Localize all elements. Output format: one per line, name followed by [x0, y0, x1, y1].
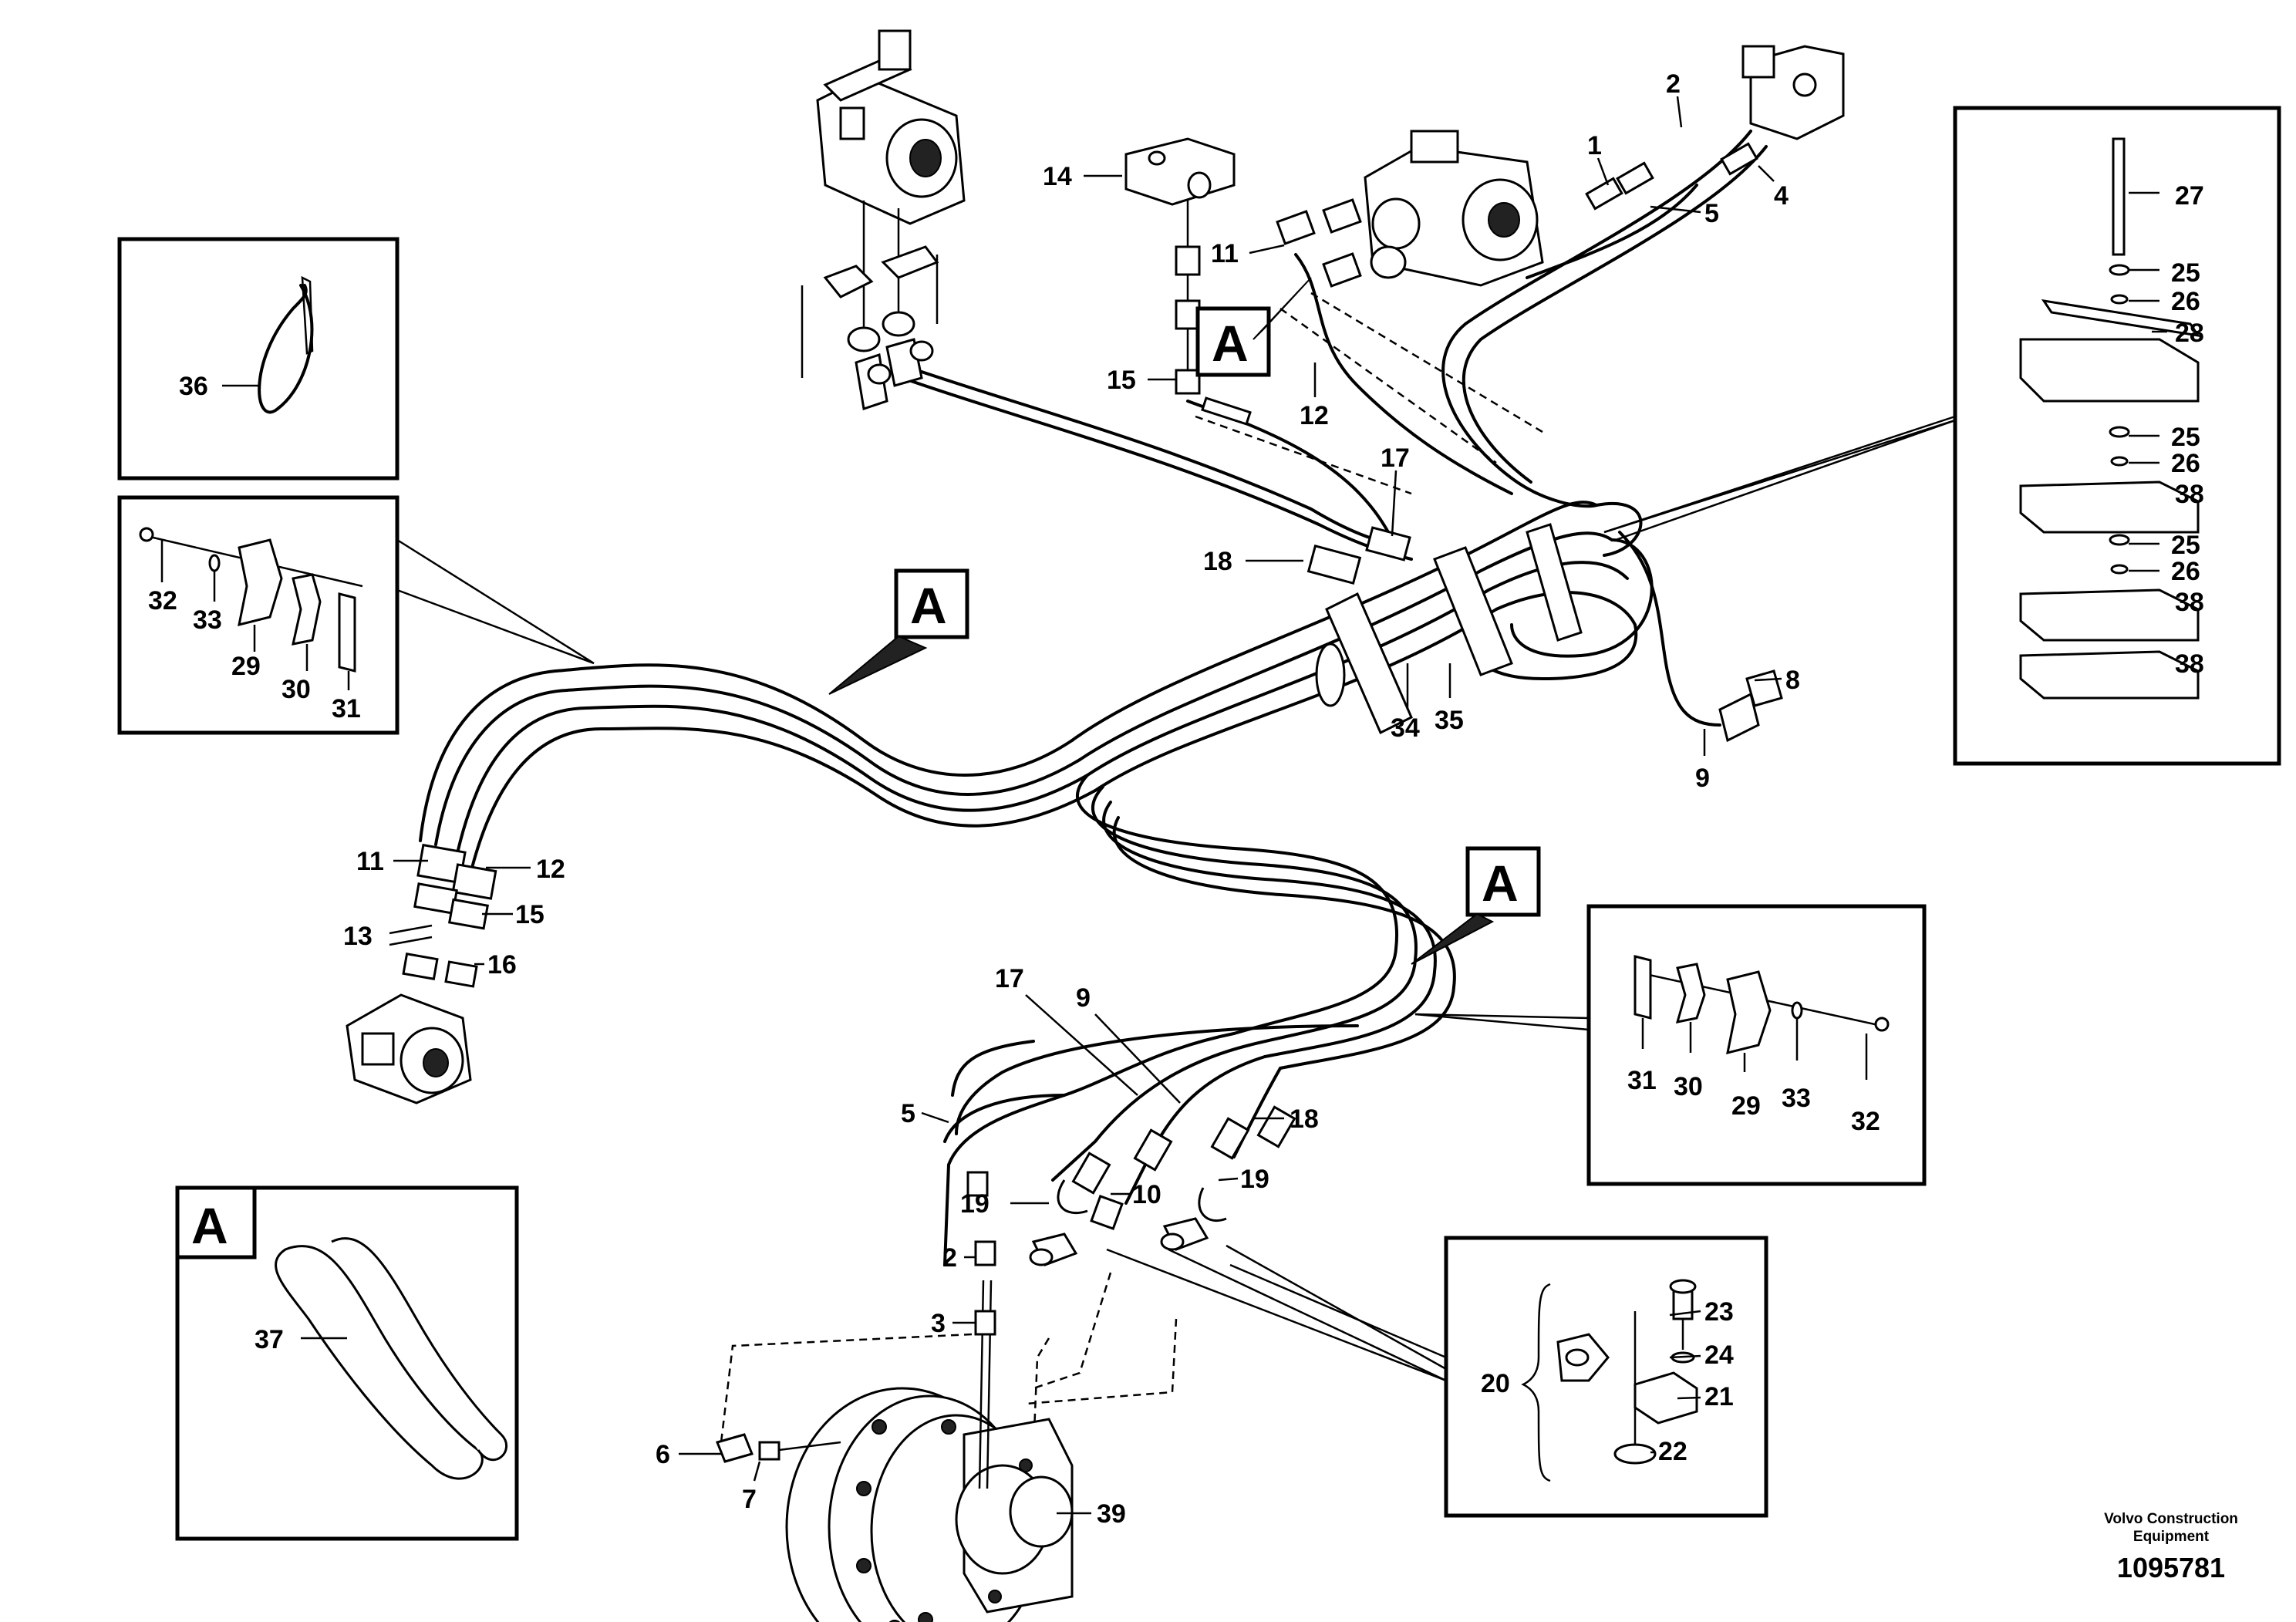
company-line-2: Equipment [2133, 1529, 2210, 1545]
inset-sleeve: A 37 [175, 1185, 519, 1541]
top-left-pump [801, 29, 966, 410]
callout-21: 21 [1704, 1382, 1734, 1411]
callout-3: 3 [931, 1309, 946, 1338]
callout-5-bottom: 5 [901, 1099, 915, 1128]
callout-26-b: 26 [2171, 449, 2200, 478]
callout-4: 4 [1774, 181, 1789, 211]
callout-33-right: 33 [1782, 1084, 1811, 1113]
callout-13: 13 [343, 922, 373, 951]
callout-6: 6 [656, 1440, 670, 1469]
callout-10: 10 [1132, 1180, 1161, 1209]
dashed-leaders [720, 292, 1543, 1451]
inset-cable-tie: 36 [117, 237, 400, 481]
callout-7: 7 [742, 1485, 757, 1514]
callout-23: 23 [1704, 1297, 1734, 1327]
callout-28: 28 [2175, 319, 2204, 348]
callout-31-right: 31 [1627, 1066, 1657, 1095]
callout-31-left: 31 [332, 694, 361, 723]
callout-18-bottom: 18 [1290, 1104, 1319, 1134]
footer: Volvo Construction Equipment 1095781 [2104, 1511, 2238, 1583]
callout-30-right: 30 [1674, 1072, 1703, 1101]
callout-1: 1 [1587, 131, 1602, 160]
callout-27: 27 [2175, 181, 2204, 211]
callout-38-c: 38 [2175, 649, 2204, 679]
callout-17-top: 17 [1381, 443, 1410, 473]
section-marker-a-1: A [910, 577, 947, 634]
callout-20: 20 [1481, 1369, 1510, 1398]
callout-30-left: 30 [282, 675, 311, 704]
callout-38-b: 38 [2175, 588, 2204, 617]
top-right-pump [1276, 130, 1544, 288]
callout-34: 34 [1391, 713, 1420, 743]
callout-9-bottom: 9 [1076, 983, 1091, 1013]
callout-37: 37 [255, 1325, 284, 1354]
callout-17-bottom: 17 [995, 964, 1024, 993]
callout-29-right: 29 [1731, 1091, 1761, 1121]
hose-harness [419, 130, 1768, 1266]
sleeve-marker-label: A [191, 1197, 228, 1254]
callout-19-left: 19 [960, 1189, 990, 1219]
callout-35: 35 [1435, 706, 1464, 735]
callout-32-left: 32 [148, 586, 177, 615]
fittings-17-18 [1306, 526, 1411, 585]
callout-8: 8 [1785, 666, 1800, 695]
callout-26-a: 26 [2171, 287, 2200, 316]
callout-18-top: 18 [1203, 547, 1232, 576]
block-14 [1124, 137, 1252, 426]
company-line-1: Volvo Construction [2104, 1511, 2238, 1527]
section-marker-a-3: A [1482, 855, 1519, 912]
callout-14: 14 [1043, 162, 1072, 191]
drive-motor-39 [715, 1171, 1074, 1622]
fittings-19-10-20 [1029, 1105, 1296, 1266]
inset-clamp-right: 31 30 29 33 32 [1414, 904, 1927, 1186]
callout-39: 39 [1097, 1499, 1126, 1529]
left-motor [346, 843, 497, 1104]
callout-labels: 1 2 4 5 14 11 15 12 17 18 34 35 8 9 11 1… [343, 69, 1800, 1529]
inset-clamp-left: 32 33 29 30 31 [117, 495, 595, 735]
callout-12-top: 12 [1300, 401, 1329, 430]
bundle-sleeves [1315, 523, 1583, 735]
drawing-number: 1095781 [2117, 1552, 2225, 1583]
section-markers: A A A [828, 277, 1541, 965]
callout-15-left: 15 [515, 900, 544, 929]
callout-16: 16 [487, 950, 517, 980]
callout-33-left: 33 [193, 605, 222, 635]
callout-15-top: 15 [1107, 366, 1136, 395]
callout-26-c: 26 [2171, 557, 2200, 586]
callout-25-b: 25 [2171, 423, 2200, 452]
fitting-8 [1718, 669, 1783, 743]
callout-19-right: 19 [1240, 1165, 1269, 1194]
callout-25-a: 25 [2171, 258, 2200, 288]
callout-2-bottom: 2 [942, 1243, 957, 1273]
callout-36: 36 [179, 372, 208, 401]
callout-11-left: 11 [356, 847, 384, 876]
callout-38-a: 38 [2175, 480, 2204, 509]
callout-5-top: 5 [1704, 199, 1719, 228]
inset-stack: 27 25 26 28 25 26 38 25 26 38 38 [1603, 106, 2281, 766]
inset-flange: 20 23 24 21 22 [1106, 1236, 1768, 1518]
callout-32-right: 32 [1851, 1107, 1880, 1136]
callout-11-top: 11 [1211, 239, 1239, 268]
callout-29-left: 29 [231, 652, 261, 681]
section-marker-a-2: A [1212, 315, 1249, 372]
callout-9-right: 9 [1695, 764, 1710, 793]
callout-2-top: 2 [1666, 69, 1681, 99]
callout-24: 24 [1704, 1340, 1734, 1370]
callout-12-left: 12 [536, 855, 565, 884]
callout-22: 22 [1658, 1437, 1687, 1466]
top-right-valve [1585, 45, 1845, 211]
callout-25-c: 25 [2171, 531, 2200, 560]
